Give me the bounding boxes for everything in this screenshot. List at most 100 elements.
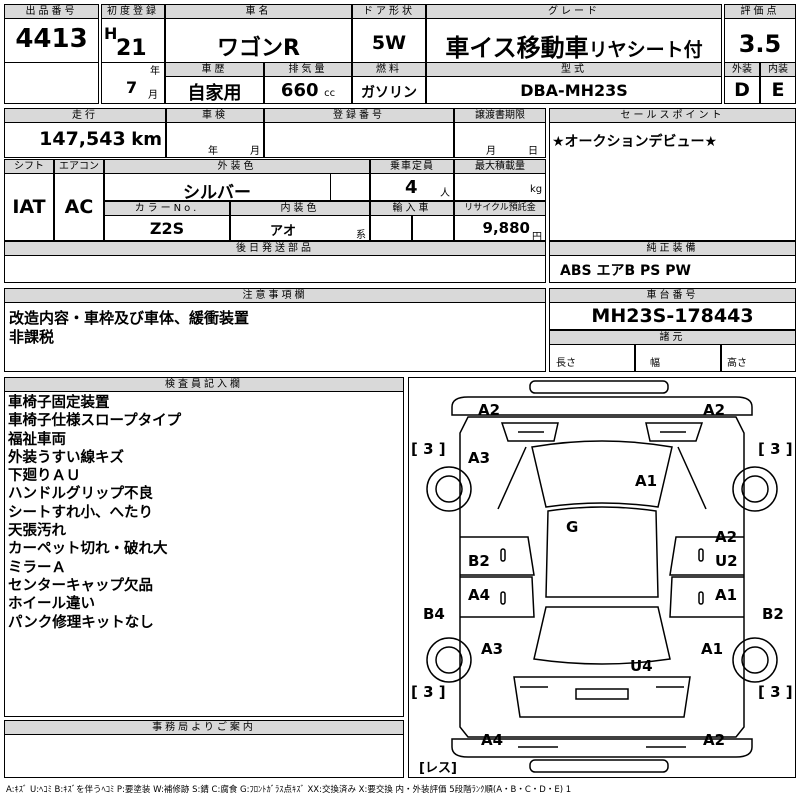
- shift-box: [4, 173, 54, 241]
- int-label: 内装: [760, 62, 796, 77]
- damage-rear-right: A2: [703, 731, 726, 749]
- mileage-box: [4, 122, 166, 158]
- int-color-unit: 系: [356, 230, 366, 241]
- damage-hood: A1: [635, 472, 658, 490]
- damage-back-door: U4: [630, 657, 653, 675]
- inspector-note: 外装うすい線キズ: [8, 449, 124, 466]
- inspector-note: センターキャップ欠品: [8, 577, 153, 594]
- sales-point: ★オークションデビュー★: [552, 134, 718, 150]
- history: 自家用: [187, 83, 242, 104]
- inspector-note: 車椅子固定装置: [8, 395, 110, 411]
- color-label: 外装色: [104, 159, 370, 174]
- diagram-box: [408, 377, 796, 778]
- inspector-note: カーペット切れ・破れ大: [8, 541, 168, 558]
- color-no-label: カラーNo.: [104, 201, 230, 216]
- int-grade: E: [771, 79, 785, 101]
- first-reg-label: 初度登録: [101, 4, 165, 19]
- grade-main: 車イス移動車: [445, 34, 589, 62]
- later-parts-label: 後日発送部品: [4, 241, 546, 256]
- damage-front-door-right: A2: [715, 528, 738, 546]
- capacity-label: 乗車定員: [370, 159, 454, 174]
- inspector-note: 車椅子仕様スロープタイプ: [8, 413, 182, 430]
- spare-tire: [レス]: [419, 761, 457, 776]
- int-color-box: [230, 215, 370, 241]
- notes-label: 注意事項欄: [4, 288, 546, 303]
- transfer-box: [454, 122, 546, 158]
- max-load-box: [454, 173, 546, 201]
- equipment: ABS エアB PS PW: [560, 263, 691, 279]
- capacity-unit: 人: [440, 188, 450, 199]
- displacement-unit: cc: [324, 88, 336, 99]
- ext-label: 外装: [724, 62, 760, 77]
- model-label: 型式: [426, 62, 722, 77]
- notes-box: [4, 302, 546, 372]
- door-label: ドア形状: [352, 4, 426, 19]
- inspector-box: [4, 391, 404, 717]
- damage-quarter-right: A1: [701, 640, 724, 658]
- lot-no: 4413: [15, 24, 88, 54]
- office-box: [4, 734, 404, 778]
- era: H: [104, 24, 118, 43]
- inspection-label: 車検: [166, 108, 264, 123]
- tire-top-right: [ 3 ]: [758, 440, 793, 458]
- int-color-label: 内装色: [230, 201, 370, 216]
- inspection-box: [166, 122, 264, 158]
- notes-line-1: 改造内容・車枠及び車体、緩衝装置: [9, 309, 250, 327]
- shift: IAT: [12, 196, 46, 218]
- history-label: 車歴: [165, 62, 264, 77]
- damage-rear-door-right: A1: [715, 586, 738, 604]
- reg-no-box: [264, 122, 454, 158]
- int-box: [760, 76, 796, 104]
- recycle-unit: 円: [532, 232, 542, 243]
- inspector-note: ミラーＡ: [8, 559, 66, 576]
- damage-rear-door-left: A4: [468, 586, 491, 604]
- damage-sill-left: B4: [423, 605, 445, 623]
- recycle: 9,880: [482, 219, 530, 237]
- grade: 車イス移動車リヤシート付: [426, 28, 722, 63]
- transfer-day-unit: 日: [528, 146, 538, 157]
- damage-sill-right: B2: [762, 605, 784, 623]
- inspector-note: ホイール違い: [8, 596, 95, 613]
- inspector-note: 天張汚れ: [8, 523, 66, 540]
- fuel: ガソリン: [361, 85, 417, 101]
- mileage: 147,543 km: [4, 128, 162, 150]
- equipment-label: 純正装備: [549, 241, 796, 256]
- inspector-note: 下廻りＡＵ: [8, 468, 81, 485]
- first-reg-month-box: [101, 62, 165, 104]
- model-box: [426, 76, 722, 104]
- displacement-box: [264, 76, 352, 104]
- width-box: [635, 344, 721, 372]
- color-no: Z2S: [149, 219, 185, 238]
- capacity: 4: [405, 177, 418, 198]
- mileage-unit: km: [131, 129, 162, 150]
- displacement-label: 排気量: [264, 62, 352, 77]
- recycle-box: [454, 215, 546, 241]
- import-box-2: [412, 215, 454, 241]
- car-name-label: 車名: [165, 4, 352, 19]
- legend: A:ｷｽﾞ U:ﾍｺﾐ B:ｷｽﾞを伴うﾍｺﾐ P:要塗装 W:補修跡 S:錆 …: [6, 785, 572, 795]
- height-label: 高さ: [727, 358, 747, 369]
- damage-front-left: A2: [478, 401, 501, 419]
- ext-grade: D: [734, 79, 750, 101]
- notes-line-2: 非課税: [9, 328, 55, 346]
- first-reg-month: 7: [126, 78, 138, 97]
- score: 3.5: [738, 30, 782, 58]
- damage-fender-left: A3: [468, 449, 491, 467]
- damage-front-door-right-b: U2: [715, 552, 738, 570]
- color-box-right: [330, 173, 370, 201]
- lot-no-lower-box: [4, 62, 99, 104]
- inspector-note: ハンドルグリップ不良: [8, 486, 153, 503]
- damage-front-door-left: B2: [468, 552, 490, 570]
- door: 5W: [371, 32, 407, 54]
- ext-box: [724, 76, 760, 104]
- month-unit: 月: [148, 90, 158, 101]
- lot-no-label: 出品番号: [4, 4, 99, 19]
- damage-front-right: A2: [703, 401, 726, 419]
- damage-rear-left: A4: [481, 731, 504, 749]
- shift-label: シフト: [4, 159, 54, 174]
- damage-quarter-left: A3: [481, 640, 504, 658]
- width-label: 幅: [650, 358, 660, 369]
- color-no-box: [104, 215, 230, 241]
- equipment-box: [549, 255, 796, 283]
- mileage-label: 走行: [4, 108, 166, 123]
